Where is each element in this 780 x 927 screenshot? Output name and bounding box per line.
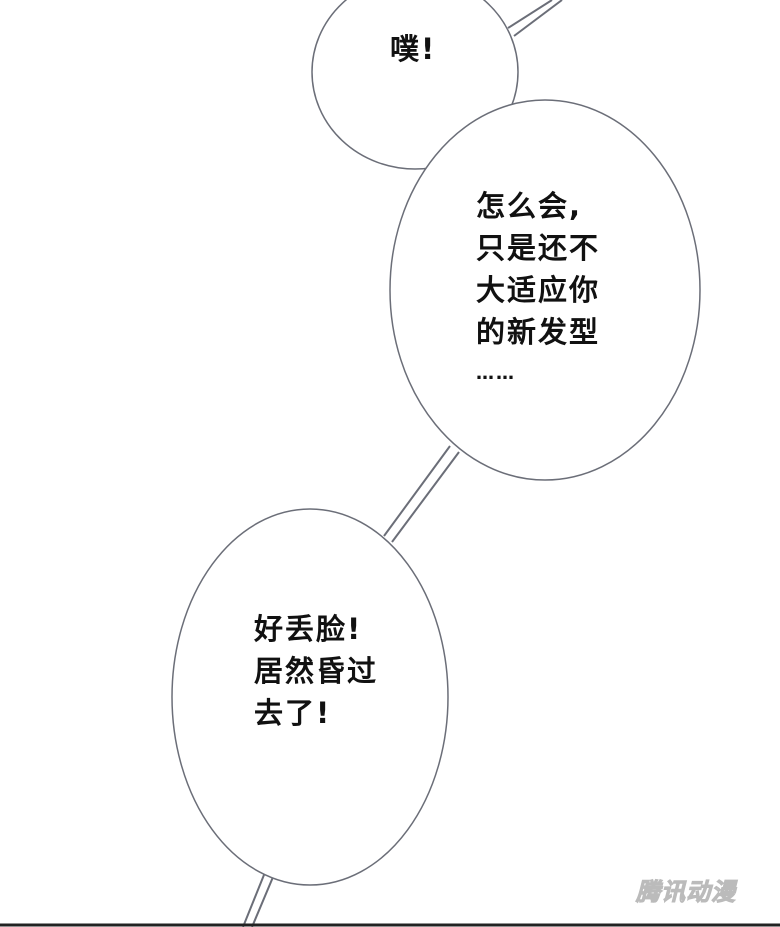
- text-line: 的新发型: [476, 315, 601, 349]
- text-line: 大适应你: [476, 273, 601, 307]
- text-line: ……: [476, 363, 516, 384]
- tail-line: [507, 0, 553, 29]
- speech-bubble-2: [389, 99, 701, 481]
- bubble-1-text: 噗!: [390, 28, 436, 70]
- tail-line: [383, 445, 451, 537]
- watermark-logo: 腾讯动漫: [636, 878, 736, 907]
- speech-bubble-3: [171, 508, 449, 886]
- text-line: 好丢脸!: [254, 612, 363, 646]
- tail-line: [391, 451, 460, 543]
- text-line: 噗!: [390, 32, 437, 66]
- text-line: 居然昏过: [254, 654, 379, 688]
- bubble-2-text: 怎么会, 只是还不 大适应你 的新发型 ……: [476, 185, 600, 395]
- text-line: 怎么会,: [476, 189, 583, 223]
- tail-line: [513, 0, 563, 37]
- text-line: 只是还不: [476, 231, 601, 265]
- text-line: 去了!: [254, 696, 332, 730]
- bubble-3-text: 好丢脸! 居然昏过 去了!: [254, 608, 378, 734]
